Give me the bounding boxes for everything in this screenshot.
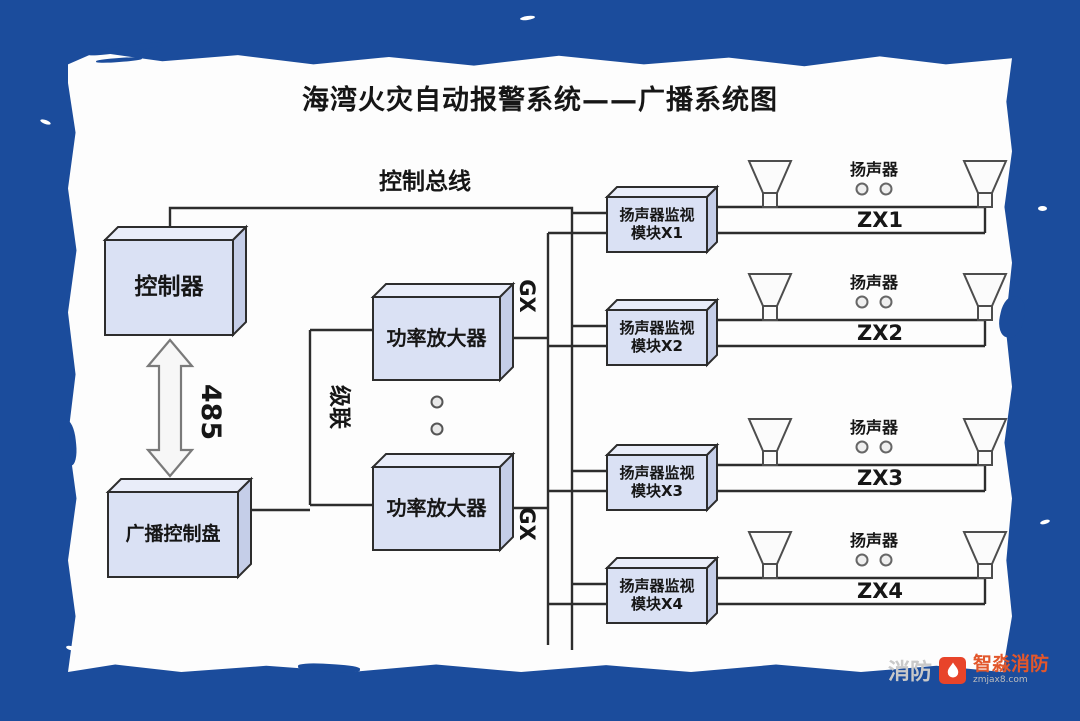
- watermark-brand: 智淼消防: [973, 653, 1050, 675]
- amplifier-1-label: 功率放大器: [386, 326, 487, 350]
- monitor-module-3-label: 扬声器监视 模块X3: [607, 455, 707, 510]
- monitor-module-1-label: 扬声器监视 模块X1: [607, 197, 707, 252]
- watermark-url: zmjax8.com: [973, 675, 1028, 685]
- controller-label: 控制器: [134, 274, 204, 301]
- module-label-line1: 扬声器监视: [619, 206, 695, 225]
- module-label-line2: 模块X3: [630, 481, 683, 500]
- paper-speck: [39, 118, 52, 126]
- module-label-line1: 扬声器监视: [619, 464, 695, 483]
- brand-flame-icon: [939, 656, 967, 684]
- zone-label-zx3: ZX3: [856, 465, 904, 490]
- speaker-label-3: 扬声器: [849, 417, 898, 437]
- zone-label-zx2: ZX2: [856, 320, 904, 345]
- module-label-line1: 扬声器监视: [619, 577, 695, 596]
- paper-speck: [1038, 206, 1047, 211]
- zone-label-zx4: ZX4: [856, 578, 904, 603]
- speaker-label-1: 扬声器: [849, 159, 898, 179]
- gx-label-2: GX: [515, 507, 540, 541]
- cascade-label: 级联: [325, 384, 351, 429]
- monitor-module-2-label: 扬声器监视 模块X2: [607, 310, 707, 365]
- broadcast-panel-label: 广播控制盘: [125, 522, 221, 545]
- module-label-line2: 模块X4: [630, 594, 683, 613]
- diagram-title: 海湾火灾自动报警系统——广播系统图: [302, 85, 778, 117]
- amplifier-2-label: 功率放大器: [386, 496, 487, 520]
- module-label-line2: 模块X1: [630, 223, 683, 242]
- paper-speck: [1039, 518, 1051, 526]
- brush-mark: [87, 40, 163, 58]
- module-label-line1: 扬声器监视: [619, 319, 695, 338]
- zone-label-zx1: ZX1: [856, 207, 904, 232]
- paper-speck: [519, 14, 536, 22]
- bus-485-label: 485: [194, 383, 226, 441]
- control-bus-label: 控制总线: [379, 168, 471, 195]
- watermark: 消防 智淼消防 zmjax8.com: [888, 654, 1049, 686]
- gx-label-1: GX: [515, 279, 540, 313]
- watermark-prefix: 消防: [888, 660, 933, 685]
- module-label-line2: 模块X2: [630, 336, 683, 355]
- speaker-label-2: 扬声器: [849, 272, 898, 292]
- speaker-label-4: 扬声器: [849, 530, 898, 550]
- monitor-module-4-label: 扬声器监视 模块X4: [607, 568, 707, 623]
